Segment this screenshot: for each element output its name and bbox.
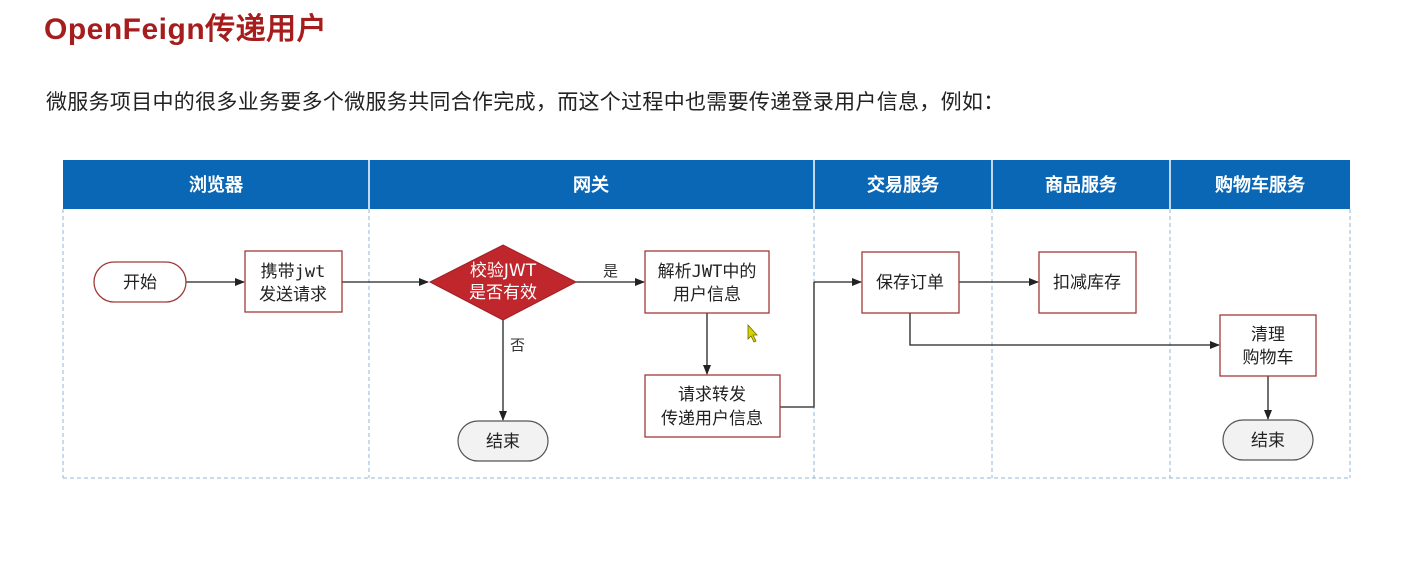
page-subtitle: 微服务项目中的很多业务要多个微服务共同合作完成，而这个过程中也需要传递登录用户信… (46, 90, 1005, 114)
check-jwt-label-line1: 校验JWT (470, 261, 537, 281)
lane-item-service-label: 商品服务 (1045, 174, 1118, 196)
start-node-label: 开始 (123, 273, 157, 293)
clear-cart-node (1219, 314, 1317, 377)
check-jwt-decision (428, 244, 578, 321)
send-request-label-line2: 发送请求 (259, 285, 327, 305)
gateway-end-node (457, 420, 549, 462)
cart-end-node (1222, 419, 1314, 461)
forward-request-node (644, 374, 781, 438)
page-title: OpenFeign传递用户 (44, 13, 328, 46)
parse-jwt-node (644, 250, 770, 314)
forward-request-label-line2: 传递用户信息 (661, 409, 763, 429)
check-jwt-label-line2: 是否有效 (469, 283, 537, 303)
parse-jwt-label-line1: 解析JWT中的 (658, 262, 757, 282)
deduct-stock-label: 扣减库存 (1053, 273, 1121, 293)
save-order-node (861, 251, 960, 314)
cart-end-label: 结束 (1251, 431, 1285, 451)
start-node (93, 261, 187, 303)
edge-label-yes: 是 (603, 262, 618, 280)
lane-browser-label: 浏览器 (189, 174, 244, 196)
mouse-cursor-icon (747, 323, 758, 343)
deduct-stock-node (1038, 251, 1137, 314)
lane-gateway-label: 网关 (573, 174, 609, 196)
parse-jwt-label-line2: 用户信息 (673, 285, 741, 305)
lane-cart-service-label: 购物车服务 (1215, 174, 1306, 196)
edge-label-no: 否 (510, 336, 525, 354)
lane-trade-service-label: 交易服务 (867, 174, 940, 196)
save-order-label: 保存订单 (876, 273, 944, 293)
lane-header-bar (63, 160, 1350, 209)
send-request-node (244, 250, 343, 313)
clear-cart-label-line1: 清理 (1251, 325, 1285, 345)
forward-request-label-line1: 请求转发 (678, 385, 746, 405)
gateway-end-label: 结束 (486, 432, 520, 452)
clear-cart-label-line2: 购物车 (1243, 348, 1294, 368)
send-request-label-line1: 携带jwt (261, 262, 326, 282)
